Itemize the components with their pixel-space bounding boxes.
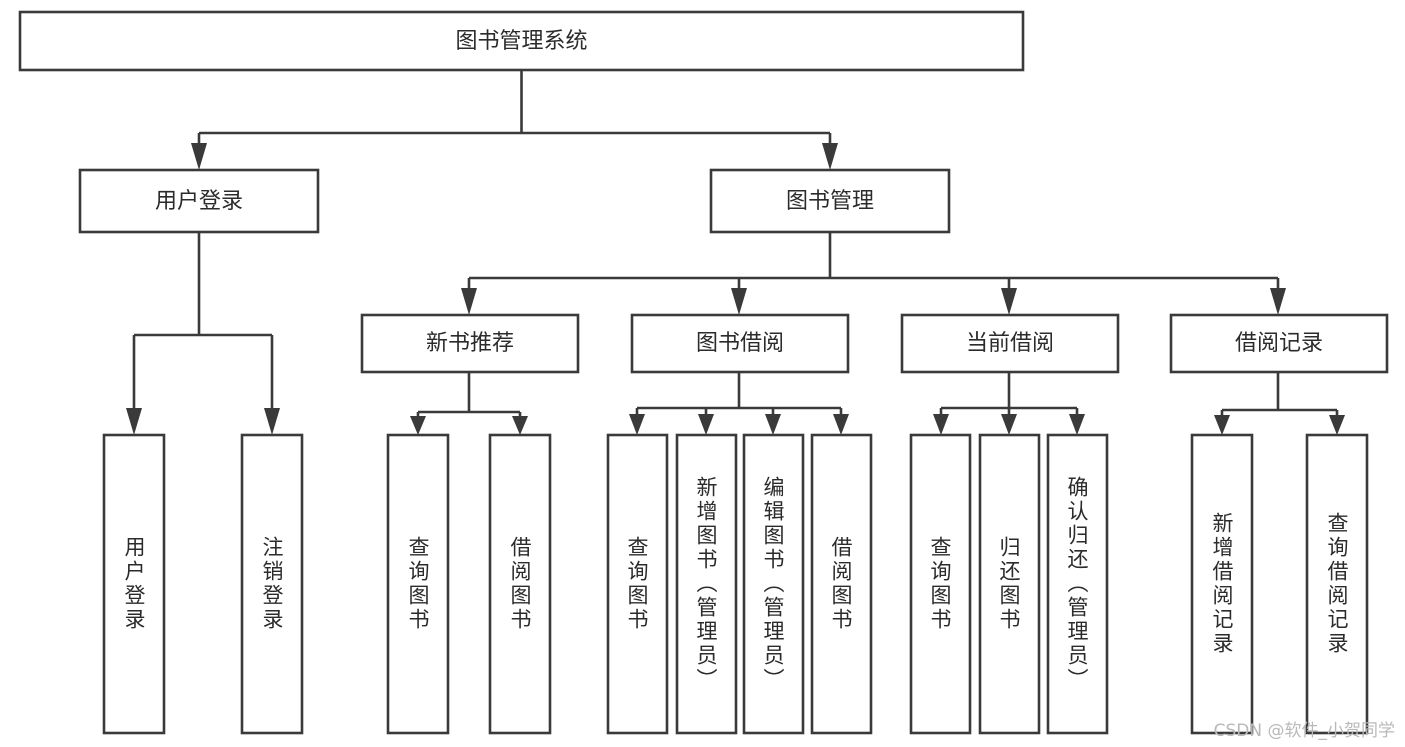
connector-group-root-to-level1 xyxy=(191,70,838,170)
node-book-manage-label: 图书管理 xyxy=(786,189,874,214)
arrowhead-leaf-logout xyxy=(264,408,280,435)
node-leaf-bb-add-book-label: 新增图书（管理员） xyxy=(694,476,718,692)
arrowhead-nbr-leaf-1 xyxy=(410,416,426,435)
node-user-login-label: 用户登录 xyxy=(155,189,243,214)
node-root-box[interactable] xyxy=(18,10,1025,72)
node-book-borrow-box[interactable] xyxy=(630,313,850,374)
node-root-label: 图书管理系统 xyxy=(455,29,587,54)
node-leaf-logout-label: 注销登录 xyxy=(260,536,284,632)
node-leaf-bb-edit-book-box[interactable] xyxy=(742,433,805,735)
node-leaf-bb-add-book-box[interactable] xyxy=(675,433,738,735)
node-new-book-recommend-box[interactable] xyxy=(360,313,580,374)
node-leaf-cb-return-book-label: 归还图书 xyxy=(997,536,1021,632)
arrowhead-br-leaf-2 xyxy=(1329,415,1345,435)
node-leaf-logout[interactable]: 注销登录 xyxy=(240,433,304,735)
node-leaf-nbr-borrow-book-box[interactable] xyxy=(488,433,552,735)
arrowhead-current-borrow xyxy=(1001,288,1017,315)
arrowhead-bb-leaf-2 xyxy=(698,414,714,435)
node-book-borrow-label: 图书借阅 xyxy=(696,331,784,356)
arrowhead-cb-leaf-1 xyxy=(933,414,949,435)
node-leaf-br-add-record-label: 新增借阅记录 xyxy=(1210,512,1234,656)
watermark-text: CSDN @软件_小贺同学 xyxy=(1213,721,1395,741)
arrowhead-new-book-recommend xyxy=(461,288,477,315)
arrowhead-cb-leaf-3 xyxy=(1069,414,1085,435)
node-current-borrow[interactable]: 当前借阅 xyxy=(900,313,1120,374)
node-leaf-br-query-record[interactable]: 查询借阅记录 xyxy=(1305,433,1369,735)
arrowhead-leaf-user-login xyxy=(126,408,142,435)
connector-group-current-borrow-to-leaves xyxy=(933,372,1085,435)
node-leaf-bb-query-book-label: 查询图书 xyxy=(625,536,649,632)
node-leaf-cb-return-book[interactable]: 归还图书 xyxy=(978,433,1041,735)
node-new-book-recommend[interactable]: 新书推荐 xyxy=(360,313,580,374)
node-leaf-user-login-box[interactable] xyxy=(102,433,166,735)
node-leaf-nbr-query-book-box[interactable] xyxy=(386,433,450,735)
node-leaf-bb-borrow-book[interactable]: 借阅图书 xyxy=(810,433,873,735)
node-leaf-bb-query-book-box[interactable] xyxy=(606,433,669,735)
connector-group-borrow-record-to-leaves xyxy=(1214,372,1345,435)
arrowhead-bb-leaf-1 xyxy=(629,414,645,435)
node-leaf-cb-query-book[interactable]: 查询图书 xyxy=(909,433,972,735)
node-leaf-br-add-record[interactable]: 新增借阅记录 xyxy=(1190,433,1254,735)
node-leaf-br-add-record-box[interactable] xyxy=(1190,433,1254,735)
node-leaf-cb-confirm-return-label: 确认归还（管理员） xyxy=(1065,476,1089,692)
node-borrow-record-box[interactable] xyxy=(1169,313,1389,374)
node-borrow-record-label: 借阅记录 xyxy=(1235,331,1323,356)
arrowhead-cb-leaf-2 xyxy=(1001,414,1017,435)
node-leaf-bb-edit-book[interactable]: 编辑图书（管理员） xyxy=(742,433,805,735)
node-leaf-cb-confirm-return-box[interactable] xyxy=(1046,433,1109,735)
node-borrow-record[interactable]: 借阅记录 xyxy=(1169,313,1389,374)
arrowhead-user-login xyxy=(191,143,207,170)
node-new-book-recommend-label: 新书推荐 xyxy=(426,331,514,356)
arrowhead-book-borrow xyxy=(731,288,747,315)
node-user-login-box[interactable] xyxy=(78,168,320,234)
node-book-manage-box[interactable] xyxy=(709,168,951,234)
node-leaf-nbr-borrow-book[interactable]: 借阅图书 xyxy=(488,433,552,735)
connector-group-book-manage-to-level2 xyxy=(461,232,1286,315)
arrowhead-bb-leaf-3 xyxy=(765,414,781,435)
node-leaf-nbr-query-book[interactable]: 查询图书 xyxy=(386,433,450,735)
node-current-borrow-box[interactable] xyxy=(900,313,1120,374)
node-leaf-br-query-record-box[interactable] xyxy=(1305,433,1369,735)
node-book-borrow[interactable]: 图书借阅 xyxy=(630,313,850,374)
connector-group-user-login-to-leaves xyxy=(126,232,280,435)
node-leaf-nbr-query-book-label: 查询图书 xyxy=(406,536,430,632)
node-root[interactable]: 图书管理系统 xyxy=(18,10,1025,72)
node-user-login[interactable]: 用户登录 xyxy=(78,168,320,234)
connector-group-book-borrow-to-leaves xyxy=(629,372,849,435)
node-leaf-user-login[interactable]: 用户登录 xyxy=(102,433,166,735)
node-leaf-cb-query-book-box[interactable] xyxy=(909,433,972,735)
arrowhead-book-manage xyxy=(822,143,838,170)
node-leaf-bb-borrow-book-box[interactable] xyxy=(810,433,873,735)
arrowhead-bb-leaf-4 xyxy=(833,414,849,435)
node-current-borrow-label: 当前借阅 xyxy=(966,331,1054,356)
node-leaf-cb-confirm-return[interactable]: 确认归还（管理员） xyxy=(1046,433,1109,735)
node-leaf-br-query-record-label: 查询借阅记录 xyxy=(1325,512,1349,656)
node-leaf-nbr-borrow-book-label: 借阅图书 xyxy=(508,536,532,632)
node-leaf-cb-return-book-box[interactable] xyxy=(978,433,1041,735)
node-leaf-logout-box[interactable] xyxy=(240,433,304,735)
node-leaf-bb-query-book[interactable]: 查询图书 xyxy=(606,433,669,735)
arrowhead-borrow-record xyxy=(1270,288,1286,315)
node-leaf-bb-add-book[interactable]: 新增图书（管理员） xyxy=(675,433,738,735)
connector-group-new-book-recommend-to-leaves xyxy=(410,372,528,435)
arrowhead-nbr-leaf-2 xyxy=(512,416,528,435)
node-book-manage[interactable]: 图书管理 xyxy=(709,168,951,234)
node-leaf-cb-query-book-label: 查询图书 xyxy=(928,536,952,632)
arrowhead-br-leaf-1 xyxy=(1214,415,1230,435)
node-leaf-user-login-label: 用户登录 xyxy=(122,536,146,632)
node-leaf-bb-borrow-book-label: 借阅图书 xyxy=(829,536,853,632)
node-leaf-bb-edit-book-label: 编辑图书（管理员） xyxy=(761,476,785,692)
